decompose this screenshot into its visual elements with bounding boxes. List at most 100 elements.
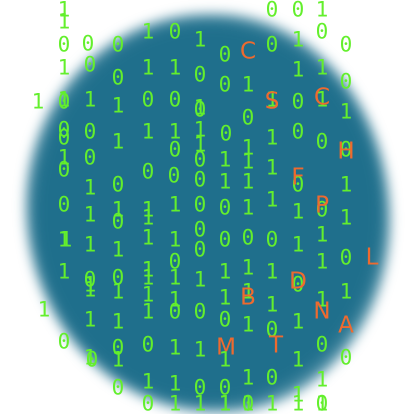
- letter-glyph: M: [216, 334, 236, 361]
- binary-digit: 1: [241, 135, 255, 160]
- binary-digit: 1: [193, 391, 207, 414]
- binary-digit: 1: [193, 27, 207, 52]
- binary-digit: 1: [315, 87, 329, 112]
- binary-digit: 1: [83, 232, 97, 257]
- binary-digit: 0: [218, 307, 232, 332]
- binary-digit: 1: [83, 87, 97, 112]
- binary-digit: 1: [83, 307, 97, 332]
- binary-digit: 1: [168, 119, 182, 144]
- binary-digit: 0: [168, 299, 182, 324]
- binary-digit: 0: [315, 391, 329, 414]
- binary-digit: 0: [291, 0, 305, 22]
- binary-digit: 0: [291, 89, 305, 114]
- binary-digit: 1: [57, 145, 71, 170]
- binary-digit: 1: [291, 347, 305, 372]
- binary-digit: 0: [193, 147, 207, 172]
- binary-digit: 0: [168, 137, 182, 162]
- binary-digit: 1: [193, 132, 207, 157]
- binary-digit: 0: [193, 299, 207, 324]
- binary-digit: 1: [265, 187, 279, 212]
- binary-digit: 1: [141, 282, 155, 307]
- binary-digit: 1: [141, 205, 155, 230]
- binary-digit: 1: [83, 202, 97, 227]
- binary-digit: 0: [193, 375, 207, 400]
- binary-digit: 1: [57, 259, 71, 284]
- binary-digit: 0: [57, 329, 71, 354]
- binary-digit: 1: [265, 87, 279, 112]
- binary-digit: 0: [57, 32, 71, 57]
- binary-digit: 1: [218, 347, 232, 372]
- binary-digit: 1: [291, 199, 305, 224]
- binary-digit: 1: [218, 285, 232, 310]
- binary-digit: 1: [111, 279, 125, 304]
- teal-blob: [26, 14, 390, 412]
- binary-digit: 0: [315, 332, 329, 357]
- binary-digit: 1: [193, 267, 207, 292]
- binary-digit: 1: [241, 195, 255, 220]
- binary-digit: 1: [315, 249, 329, 274]
- binary-digit: 1: [315, 287, 329, 312]
- letter-glyph: H: [337, 138, 355, 165]
- binary-digit: 0: [193, 192, 207, 217]
- letter-glyph: N: [313, 298, 331, 325]
- binary-digit: 0: [85, 347, 99, 372]
- binary-digit: 1: [315, 0, 329, 22]
- binary-digit: 1: [168, 287, 182, 312]
- binary-digit: 1: [57, 227, 71, 252]
- binary-digit: 1: [141, 225, 155, 250]
- binary-digit: 0: [218, 72, 232, 97]
- binary-digit: 0: [111, 172, 125, 197]
- letter-glyph: C: [239, 38, 257, 65]
- binary-digit: 0: [241, 105, 255, 130]
- binary-digit: 0: [339, 137, 353, 162]
- binary-digit: 0: [265, 32, 279, 57]
- binary-digit: 1: [168, 391, 182, 414]
- binary-digit: 1: [265, 155, 279, 180]
- binary-digit: 1: [265, 125, 279, 150]
- binary-digit: 1: [265, 259, 279, 284]
- binary-digit: 1: [111, 129, 125, 154]
- binary-digit: 0: [57, 192, 71, 217]
- binary-digit: 1: [241, 365, 255, 390]
- binary-digit: 0: [168, 19, 182, 44]
- binary-digit: 1: [218, 391, 232, 414]
- binary-digit: 1: [241, 149, 255, 174]
- binary-digit: 1: [218, 147, 232, 172]
- binary-digit: 1: [168, 371, 182, 396]
- binary-digit: 1: [59, 227, 73, 252]
- letter-glyph: S: [264, 88, 280, 115]
- binary-digit: 1: [111, 197, 125, 222]
- binary-digit: 0: [83, 145, 97, 170]
- binary-digit: 1: [111, 93, 125, 118]
- binary-digit: 0: [218, 375, 232, 400]
- binary-digit: 1: [141, 19, 155, 44]
- binary-digit: 0: [315, 129, 329, 154]
- binary-digit: 0: [167, 163, 181, 188]
- binary-digit: 0: [291, 272, 305, 297]
- binary-digit: 0: [141, 391, 155, 414]
- binary-digit: 0: [57, 89, 71, 114]
- binary-digit: 1: [83, 345, 97, 370]
- binary-digit: 1: [57, 87, 71, 112]
- binary-digit: 0: [339, 345, 353, 370]
- binary-digit: 0: [315, 19, 329, 44]
- binary-digit: 0: [339, 245, 353, 270]
- binary-digit: 1: [339, 172, 353, 197]
- letter-glyph: L: [365, 244, 379, 271]
- binary-digit: 1: [241, 391, 255, 414]
- letter-glyph: D: [289, 268, 307, 295]
- binary-digit: 1: [111, 309, 125, 334]
- binary-digit: 0: [265, 317, 279, 342]
- binary-digit: 0: [219, 121, 233, 146]
- binary-digit: 1: [291, 57, 305, 82]
- binary-digit: 1: [141, 119, 155, 144]
- binary-digit: 0: [193, 97, 207, 122]
- binary-digit: 1: [218, 169, 232, 194]
- binary-digit: 0: [193, 62, 207, 87]
- binary-digit: 1: [315, 55, 329, 80]
- binary-digit: 0: [141, 332, 155, 357]
- binary-digit: 1: [83, 272, 97, 297]
- binary-digit: 1: [141, 197, 155, 222]
